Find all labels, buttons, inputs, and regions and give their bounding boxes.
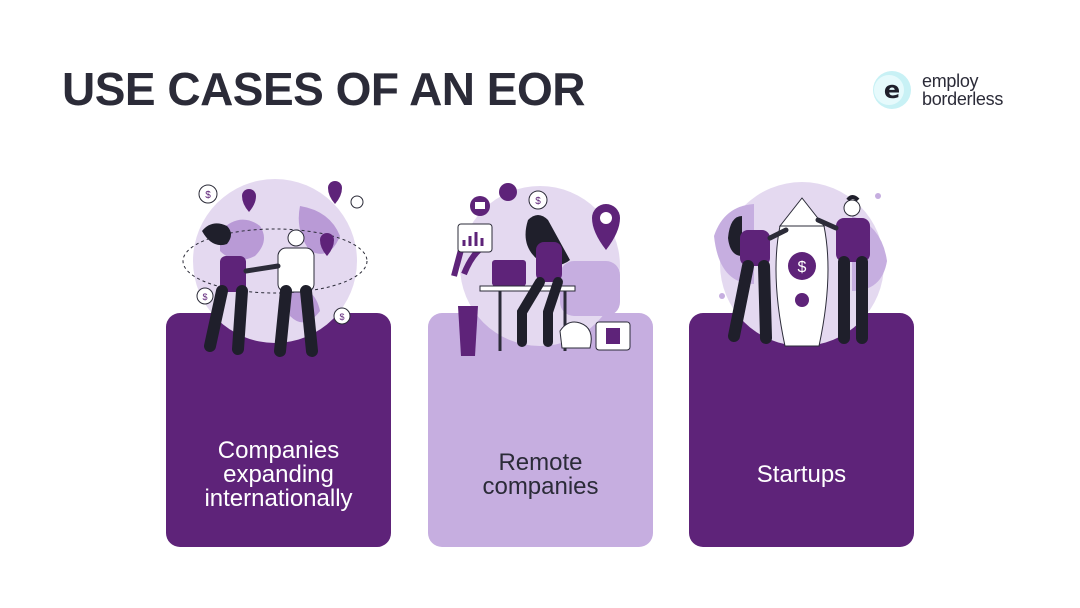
use-case-label: Companies expanding internationally xyxy=(204,437,353,512)
svg-text:$: $ xyxy=(202,292,207,302)
brand-logo: e employ borderless xyxy=(872,70,1003,110)
svg-text:$: $ xyxy=(535,196,541,207)
svg-text:$: $ xyxy=(339,312,344,322)
slide-title: USE CASES OF AN EOR xyxy=(62,63,585,115)
svg-text:$: $ xyxy=(798,259,807,276)
svg-text:e: e xyxy=(884,76,900,104)
logo-wordmark: employ borderless xyxy=(922,72,1003,108)
svg-text:$: $ xyxy=(205,190,211,201)
globe-handshake-illustration: $ $ $ xyxy=(182,179,368,357)
use-case-label: Remote companies xyxy=(482,449,599,500)
rocket-startup-illustration: $ xyxy=(714,182,887,347)
use-case-card-startups: Startups xyxy=(689,313,914,547)
employ-borderless-logo-icon: e xyxy=(873,71,911,109)
logo-word-borderless: borderless xyxy=(922,89,1004,109)
logo-word-employ: employ xyxy=(922,71,979,91)
use-case-label: Startups xyxy=(756,461,847,488)
remote-work-illustration: $ xyxy=(451,183,631,356)
